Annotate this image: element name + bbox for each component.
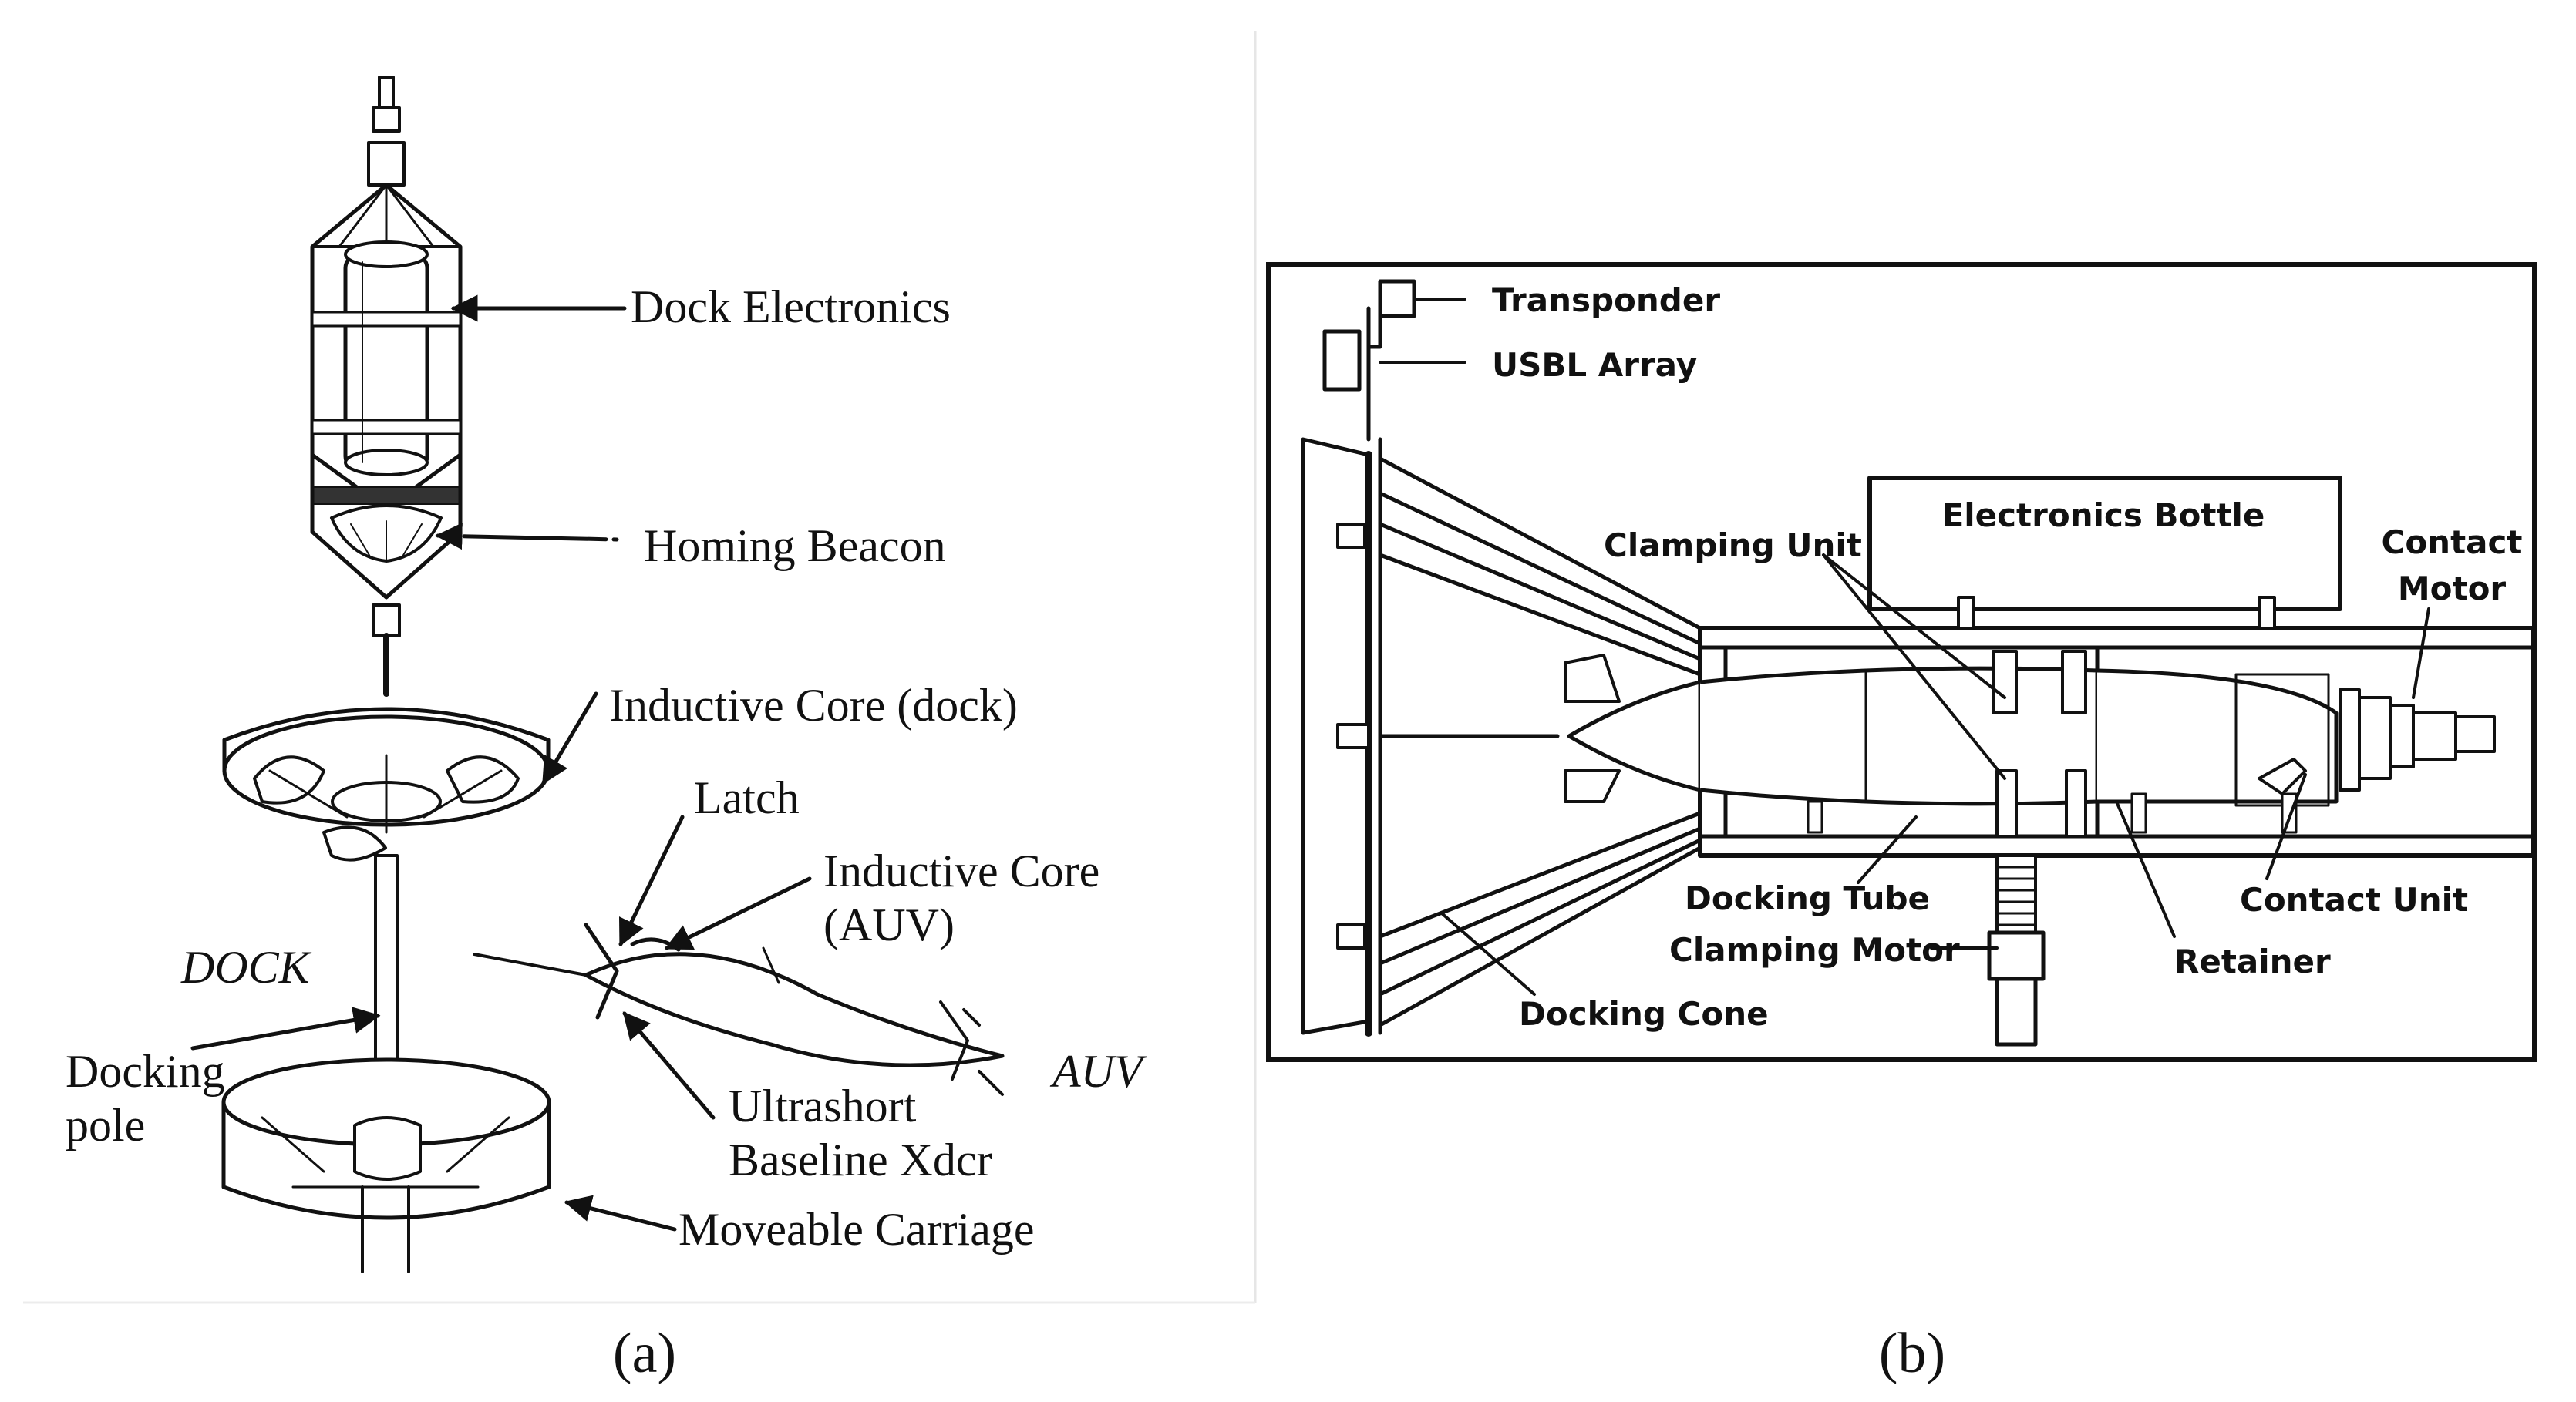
label-auv: AUV xyxy=(1049,1046,1147,1097)
panel-b-leaders xyxy=(1379,298,2430,996)
label-moveable-carriage: Moveable Carriage xyxy=(679,1204,1034,1255)
label-usbl-array: USBL Array xyxy=(1492,346,1697,384)
panel-b: Transponder USBL Array Electronics Bottl… xyxy=(1266,262,2537,1385)
label-docking-cone: Docking Cone xyxy=(1519,995,1769,1033)
label-docking-pole-line2: pole xyxy=(66,1100,145,1151)
panel-a-leaders xyxy=(190,294,812,1232)
label-contact-motor-line2: Motor xyxy=(2398,570,2507,607)
label-transponder: Transponder xyxy=(1492,281,1720,319)
caption-b: (b) xyxy=(1879,1322,1945,1385)
auv-drawing xyxy=(473,923,1005,1096)
label-inductive-core-dock: Inductive Core (dock) xyxy=(609,680,1018,731)
label-retainer: Retainer xyxy=(2174,943,2331,980)
panel-b-labels: Transponder USBL Array Electronics Bottl… xyxy=(1492,281,2522,1033)
label-dock-electronics: Dock Electronics xyxy=(631,281,951,332)
label-contact-unit: Contact Unit xyxy=(2240,881,2468,919)
label-inductive-core-auv-line1: Inductive Core xyxy=(823,846,1099,896)
label-latch: Latch xyxy=(694,772,800,823)
panel-a-labels: Dock Electronics Homing Beacon Inductive… xyxy=(66,281,1147,1255)
label-homing-beacon: Homing Beacon xyxy=(644,520,946,571)
panel-a: Dock Electronics Homing Beacon Inductive… xyxy=(66,76,1147,1385)
dock-schematic xyxy=(1301,279,2535,1047)
label-contact-motor-line1: Contact xyxy=(2382,523,2523,561)
caption-a: (a) xyxy=(613,1322,676,1385)
label-electronics-bottle: Electronics Bottle xyxy=(1942,496,2265,534)
label-clamping-motor: Clamping Motor xyxy=(1669,931,1960,969)
label-inductive-core-auv-line2: (AUV) xyxy=(823,899,955,950)
label-dock: DOCK xyxy=(180,942,312,993)
label-clamping-unit: Clamping Unit xyxy=(1604,526,1862,564)
label-ultrashort-line1: Ultrashort xyxy=(729,1081,917,1131)
label-ultrashort-line2: Baseline Xdcr xyxy=(729,1135,992,1185)
label-docking-tube: Docking Tube xyxy=(1685,879,1930,917)
dock-drawing xyxy=(221,76,551,1273)
label-docking-pole-line1: Docking xyxy=(66,1046,225,1097)
